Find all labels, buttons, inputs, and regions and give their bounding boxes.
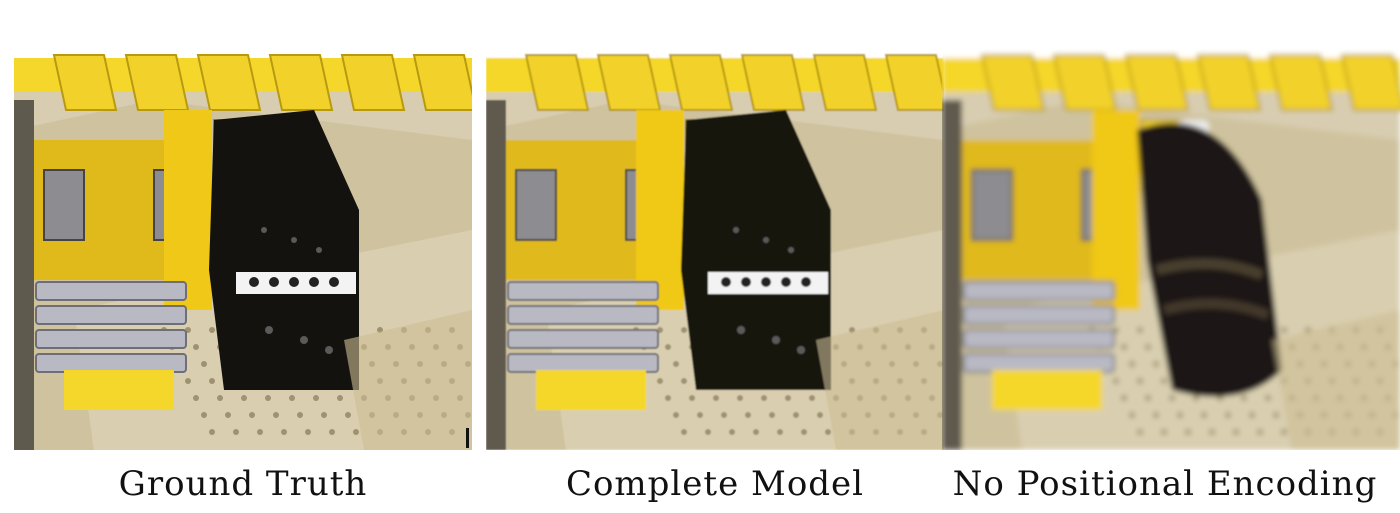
complete-model-image [486, 10, 944, 450]
ground-truth-image [14, 10, 472, 450]
no-positional-encoding-image [942, 10, 1400, 450]
caption-no-positional-encoding: No Positional Encoding [952, 464, 1378, 504]
separator-mark [466, 428, 469, 448]
caption-complete-model: Complete Model [565, 464, 865, 504]
caption-ground-truth: Ground Truth [118, 464, 368, 504]
